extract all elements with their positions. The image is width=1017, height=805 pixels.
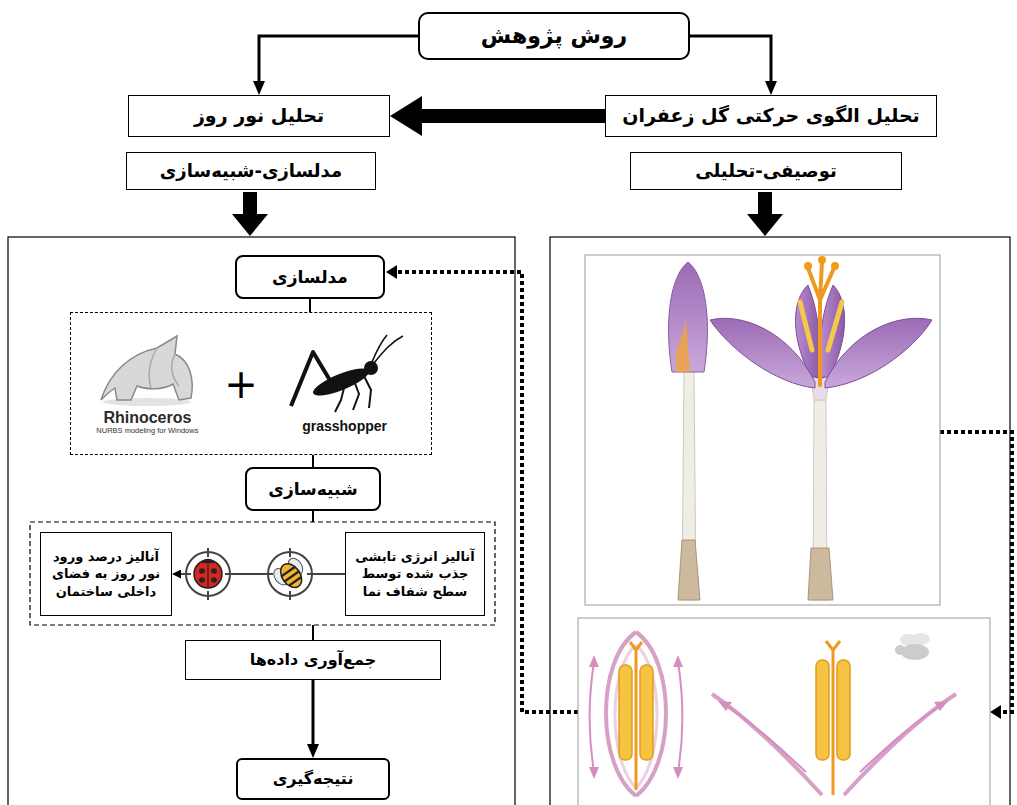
ladybug-icon (182, 548, 234, 600)
step-box: شبیه‌سازی (245, 467, 381, 511)
box-label: تحلیل نور روز (194, 103, 324, 128)
box-label: توصیفی-تحلیلی (695, 159, 836, 183)
grasshopper-logo (279, 332, 411, 418)
box-label: روش پژوهش (481, 21, 627, 50)
box-label: آنالیز انرژی تابشی جذب شده توسط سطح شفاف… (354, 548, 476, 599)
box-label: نتیجه‌گیری (273, 768, 354, 789)
method-title-box: روش پژوهش (418, 12, 690, 60)
crocus-photo (585, 255, 940, 605)
wire (312, 625, 314, 640)
box-label: آنالیز درصد ورود نور روز به فضای داخلی س… (49, 548, 163, 599)
down-arrow (232, 192, 268, 236)
connector (422, 109, 605, 123)
box-label: تحلیل الگوی حرکتی گل زعفران (622, 103, 919, 128)
honeybee-icon (264, 548, 316, 600)
rhino-logo (91, 332, 203, 408)
right-panel (550, 237, 1010, 805)
analysis-group (30, 522, 495, 625)
box-label: grasshopper (302, 418, 387, 435)
software-box: RhinocerosNURBS modeling for Windows + gra… (70, 312, 432, 455)
method-box: توصیفی-تحلیلی (630, 152, 902, 190)
box-label: جمع‌آوری داده‌ها (250, 649, 377, 670)
result-box: نتیجه‌گیری (236, 758, 390, 800)
analysis-box: تحلیل الگوی حرکتی گل زعفران (605, 95, 937, 137)
connector (309, 299, 311, 312)
wire (312, 511, 314, 522)
down-arrow (747, 192, 783, 236)
analysis-item-box: آنالیز درصد ورود نور روز به فضای داخلی س… (40, 532, 172, 616)
method-box: مدلسازی-شبیه‌سازی (126, 152, 376, 190)
box-label: NURBS modeling for Windows (96, 427, 198, 435)
connector (312, 455, 314, 467)
movement-diagram (578, 618, 990, 805)
analysis-box: تحلیل نور روز (128, 95, 390, 137)
process-box: جمع‌آوری داده‌ها (185, 640, 441, 680)
left-panel (8, 237, 515, 805)
dotted-arrowhead (990, 705, 1001, 719)
box-label: + (224, 364, 258, 404)
connector (312, 680, 315, 744)
box-label: مدلسازی-شبیه‌سازی (160, 159, 342, 183)
connector (690, 36, 771, 81)
box-label: شبیه‌سازی (268, 478, 357, 500)
box-label: مدلسازی (272, 266, 348, 288)
connector (259, 36, 418, 81)
box-label: Rhinoceros (103, 408, 191, 427)
dotted-arrowhead (386, 265, 397, 279)
step-box: مدلسازی (235, 255, 385, 299)
logo-column: + (224, 364, 258, 404)
logo-column: RhinocerosNURBS modeling for Windows (91, 332, 203, 435)
analysis-item-box: آنالیز انرژی تابشی جذب شده توسط سطح شفاف… (345, 532, 485, 616)
logo-column: grasshopper (279, 332, 411, 435)
